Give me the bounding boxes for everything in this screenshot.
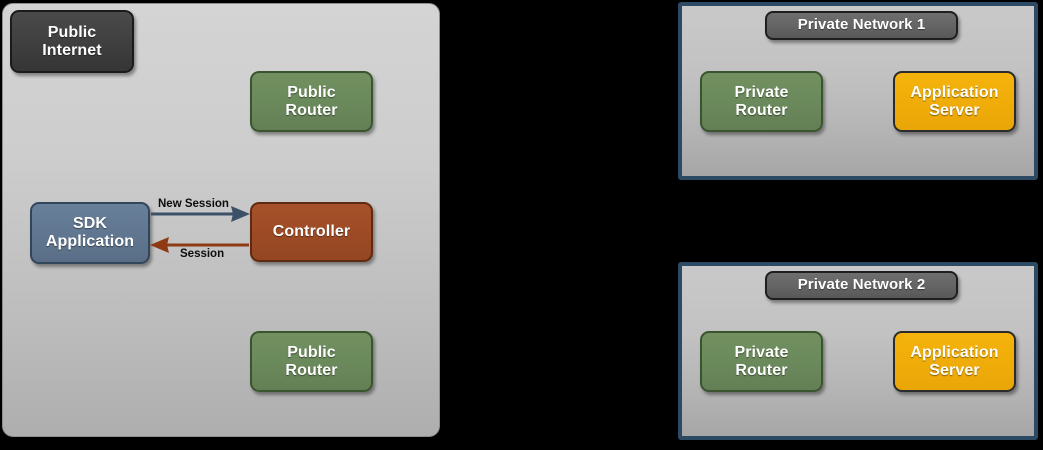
node-public-internet[interactable]: Public Internet <box>10 10 134 73</box>
edge-label-new-session: New Session <box>158 198 229 210</box>
node-private-router-1[interactable]: Private Router <box>700 71 823 132</box>
node-sdk-application[interactable]: SDK Application <box>30 202 150 264</box>
node-controller[interactable]: Controller <box>250 202 373 262</box>
private-network-1-title: Private Network 1 <box>765 11 958 40</box>
private-network-2-title: Private Network 2 <box>765 271 958 300</box>
node-private-router-2[interactable]: Private Router <box>700 331 823 392</box>
node-public-router-top[interactable]: Public Router <box>250 71 373 132</box>
node-public-router-bottom[interactable]: Public Router <box>250 331 373 392</box>
node-application-server-1[interactable]: Application Server <box>893 71 1016 132</box>
node-application-server-2[interactable]: Application Server <box>893 331 1016 392</box>
edge-label-session: Session <box>180 248 225 260</box>
